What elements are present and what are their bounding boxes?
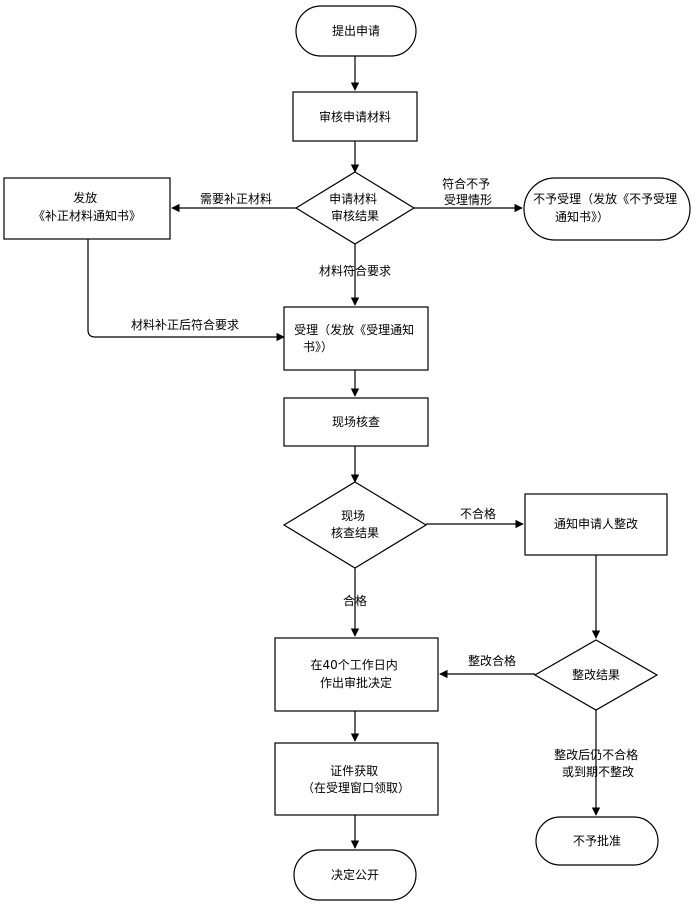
license-label: 证件获取 （在受理窗口领取） (302, 764, 410, 795)
site-check-label: 现场核查 (332, 415, 380, 429)
reject-terminal (523, 177, 691, 241)
edge-supplement-accept (87, 239, 285, 342)
supplement-box (3, 177, 171, 240)
publish-label: 决定公开 (331, 867, 379, 882)
edge-label-not-accept-case: 符合不予 受理情形 (442, 176, 494, 207)
supplement-label: 发放 《补正材料通知书》 (33, 190, 141, 223)
accept-label: 受理（发放《受理通知 书》） (294, 322, 418, 354)
decision2-label: 现场 核查结果 (331, 509, 379, 540)
decision1-diamond (294, 171, 416, 245)
edge-label-materials-ok: 材料符合要求 (319, 263, 391, 278)
not-approved-label: 不予批准 (573, 833, 621, 848)
edge-labels: 需要补正材料 符合不予 受理情形 材料符合要求 材料补正后符合要求 不合格 合格… (131, 176, 642, 779)
decision2-diamond (282, 481, 428, 569)
review-box (292, 91, 418, 142)
edge-label-need-supplement: 需要补正材料 (200, 192, 272, 206)
reject-label: 不予受理（发放《不予受理 通知书》） (533, 191, 681, 224)
edge-label-supplement-ok: 材料补正后符合要求 (131, 317, 239, 332)
approve-box (274, 637, 439, 712)
not-approved-terminal (535, 816, 659, 866)
publish-terminal (293, 849, 417, 901)
node-labels: 提出申请 审核申请材料 申请材料 审核结果 发放 《补正材料通知书》 不予受理（… (33, 23, 681, 882)
license-box (274, 742, 439, 816)
connectors (87, 56, 601, 849)
decision3-label: 整改结果 (572, 667, 620, 682)
edge-label-unqualified: 不合格 (460, 506, 496, 521)
decision1-label: 申请材料 审核结果 (329, 192, 381, 223)
edge-label-fix-fail: 整改后仍不合格 或到期不整改 (554, 747, 642, 779)
review-label: 审核申请材料 (319, 109, 391, 124)
decision3-diamond (533, 639, 659, 711)
start-terminal (295, 5, 417, 57)
notify-label: 通知申请人整改 (554, 516, 638, 531)
start-label: 提出申请 (332, 23, 380, 38)
approve-label: 在40个工作日内 作出审批决定 (310, 658, 401, 690)
edge-label-fix-ok: 整改合格 (468, 653, 516, 668)
site-check-box (283, 397, 429, 447)
accept-box (283, 306, 429, 371)
notify-box (524, 493, 668, 556)
edge-label-qualified: 合格 (343, 593, 367, 608)
shapes (3, 5, 691, 901)
